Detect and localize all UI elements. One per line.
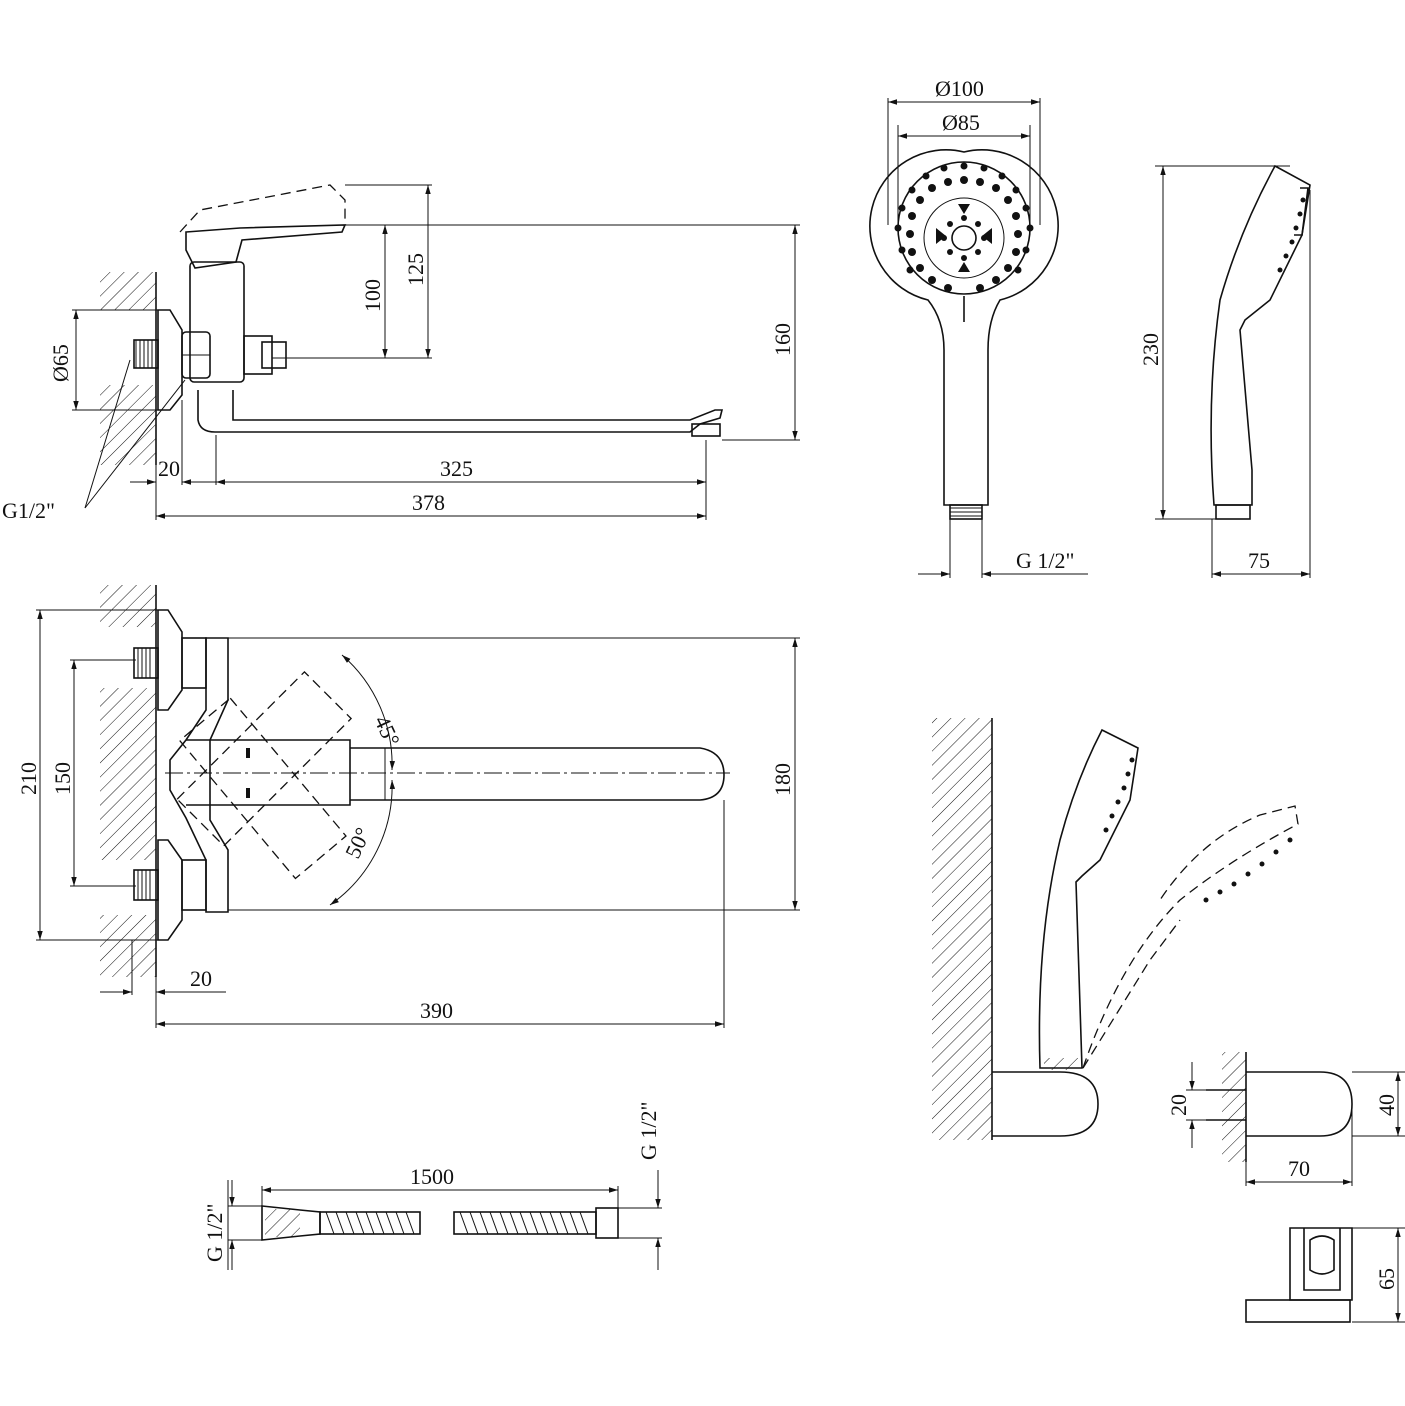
shower-head-front: Ø100 Ø85 [869, 76, 1088, 578]
dim-angle-50: 50° [340, 824, 376, 862]
dim-dia-flange: Ø65 [48, 344, 73, 382]
dim-spout-reach: 325 [440, 456, 473, 481]
dim-total-length-side: 378 [412, 490, 445, 515]
dim-head-length: 230 [1138, 333, 1163, 366]
dim-total-height: 160 [770, 323, 795, 356]
thread-stub [133, 339, 159, 369]
dim-angle-45: 45° [369, 712, 405, 750]
dim-hose-length: 1500 [410, 1164, 454, 1189]
dim-offset-top: 20 [190, 966, 212, 991]
dim-holder-depth: 70 [1288, 1156, 1310, 1181]
wall-hatch [100, 385, 156, 465]
hose-segment [453, 1211, 597, 1235]
dim-head-thread: G 1/2" [1016, 548, 1074, 573]
dim-holder-screw: 20 [1166, 1094, 1191, 1116]
dim-center-distance: 150 [50, 762, 75, 795]
dim-hose-thread-left: G 1/2" [202, 1204, 227, 1262]
shower-head-side: 230 75 [1138, 164, 1311, 578]
wall-hatch [100, 915, 156, 977]
mixer-handle [185, 224, 347, 269]
dim-total-length-top: 390 [420, 998, 453, 1023]
wall-hatch [100, 688, 156, 860]
dim-height-210: 210 [16, 762, 41, 795]
dim-depth-180: 180 [770, 763, 795, 796]
dim-holder-height: 40 [1374, 1094, 1399, 1116]
wall-hatch [100, 272, 156, 310]
mixer-side-view: Ø65 G1/2" 20 325 378 100 125 160 [2, 184, 800, 523]
spout [197, 390, 724, 433]
dim-dia-outer: Ø100 [935, 76, 984, 101]
dim-offset-side: 20 [158, 456, 180, 481]
mixer-top-view: 45° 50° 210 150 180 20 390 [16, 585, 800, 1028]
wall-hatch [1222, 1052, 1246, 1162]
wall-hatch [932, 718, 992, 1140]
holder-detail: 20 40 70 65 [1166, 1052, 1405, 1323]
dim-holder-plate: 65 [1374, 1268, 1399, 1290]
dim-height-125: 125 [403, 253, 428, 286]
mixer-body-top [169, 637, 229, 913]
wall-flange [157, 309, 183, 411]
dim-head-depth: 75 [1248, 548, 1270, 573]
wall-hatch [100, 585, 156, 627]
mixer-body [189, 261, 245, 383]
dim-hose-thread-right: G 1/2" [636, 1102, 661, 1160]
spout-top [350, 747, 725, 801]
hose-segment [319, 1211, 421, 1235]
shower-in-holder [932, 718, 1299, 1140]
shower-hose: G 1/2" G 1/2" [202, 1102, 662, 1270]
dim-thread-side: G1/2" [2, 498, 55, 523]
dim-height-100: 100 [360, 279, 385, 312]
dim-dia-inner: Ø85 [942, 110, 980, 135]
aerator [691, 423, 721, 437]
